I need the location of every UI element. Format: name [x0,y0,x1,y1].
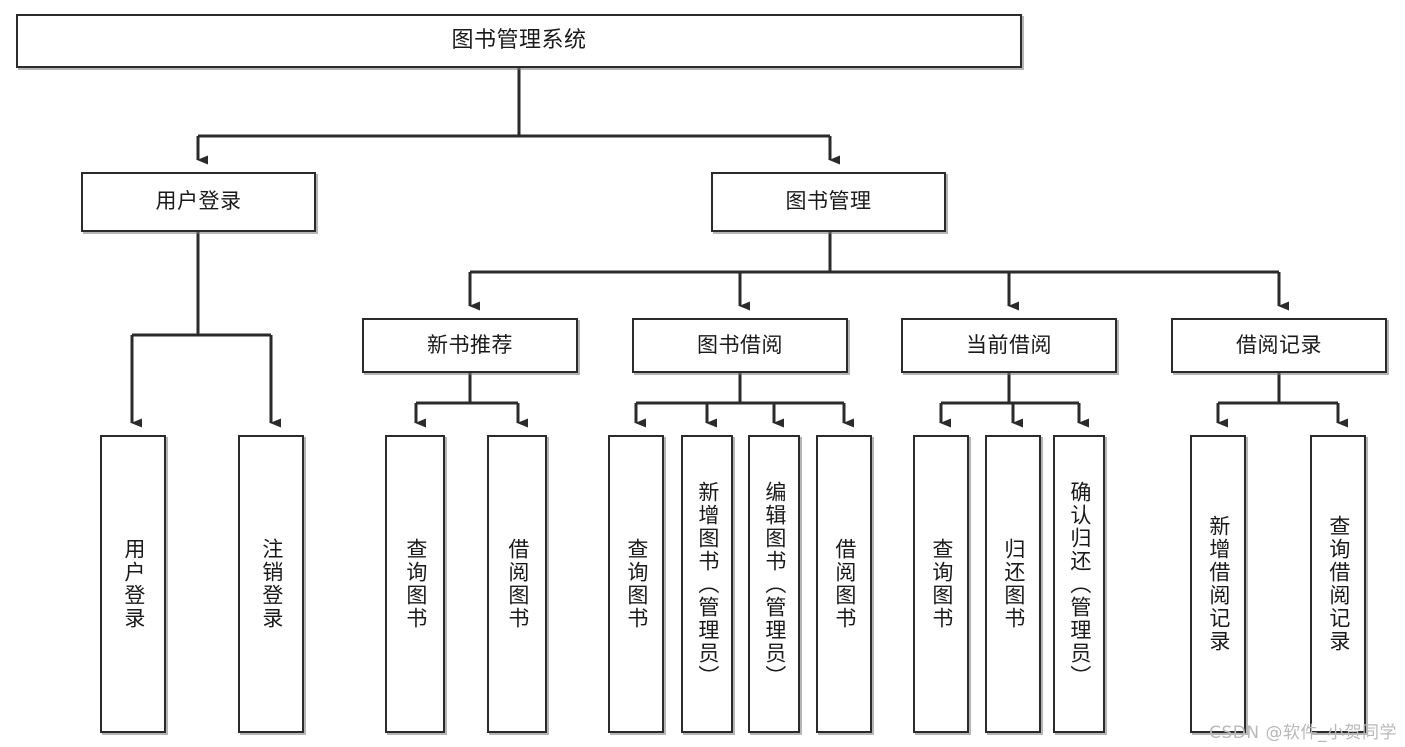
node-user-login-label: 用户登录 [155,189,242,214]
node-new-book-recommend-label: 新书推荐 [427,332,513,357]
csdn-watermark: CSDN @软件_小贺同学 [1209,723,1397,743]
node-leaf-add-borrow-record[interactable]: 新增借阅记录 [1190,435,1246,733]
node-leaf-add-book-admin[interactable]: 新增图书（管理员） [681,435,733,733]
node-leaf-query-book-cur-label: 查询图书 [929,538,954,630]
node-leaf-confirm-return-admin-label: 确认归还（管理员） [1067,480,1092,688]
node-root-label: 图书管理系统 [451,27,587,53]
node-leaf-add-book-admin-label: 新增图书（管理员） [695,480,720,688]
node-leaf-borrow-book-rec-label: 借阅图书 [505,538,530,630]
node-leaf-query-borrow-record-label: 查询借阅记录 [1326,515,1351,653]
node-leaf-borrow-book[interactable]: 借阅图书 [816,435,872,733]
node-leaf-query-book-cur[interactable]: 查询图书 [913,435,969,733]
node-leaf-edit-book-admin-label: 编辑图书（管理员） [762,480,787,688]
node-user-login[interactable]: 用户登录 [81,172,316,232]
node-leaf-return-book[interactable]: 归还图书 [985,435,1041,733]
node-leaf-user-login[interactable]: 用户登录 [100,435,166,733]
node-leaf-borrow-book-rec[interactable]: 借阅图书 [487,435,547,733]
node-leaf-query-book-borrow-label: 查询图书 [624,538,649,630]
node-leaf-query-book-rec[interactable]: 查询图书 [385,435,445,733]
node-leaf-confirm-return-admin[interactable]: 确认归还（管理员） [1053,435,1105,733]
node-root[interactable]: 图书管理系统 [16,14,1022,68]
node-borrow-record-label: 借阅记录 [1236,332,1322,357]
node-leaf-query-book-rec-label: 查询图书 [403,538,428,630]
node-new-book-recommend[interactable]: 新书推荐 [362,318,578,373]
node-leaf-return-book-label: 归还图书 [1001,538,1026,630]
node-leaf-logout[interactable]: 注销登录 [238,435,304,733]
node-current-borrow[interactable]: 当前借阅 [901,318,1117,373]
node-book-borrow-label: 图书借阅 [697,332,783,357]
node-leaf-borrow-book-label: 借阅图书 [832,538,857,630]
node-leaf-user-login-label: 用户登录 [121,538,146,630]
node-leaf-query-book-borrow[interactable]: 查询图书 [608,435,664,733]
node-book-borrow[interactable]: 图书借阅 [632,318,848,373]
node-borrow-record[interactable]: 借阅记录 [1171,318,1387,373]
node-book-manage[interactable]: 图书管理 [711,172,946,232]
node-leaf-logout-label: 注销登录 [259,538,284,630]
node-leaf-add-borrow-record-label: 新增借阅记录 [1206,515,1231,653]
node-leaf-query-borrow-record[interactable]: 查询借阅记录 [1310,435,1366,733]
node-current-borrow-label: 当前借阅 [966,332,1052,357]
node-book-manage-label: 图书管理 [785,189,872,214]
node-leaf-edit-book-admin[interactable]: 编辑图书（管理员） [748,435,800,733]
